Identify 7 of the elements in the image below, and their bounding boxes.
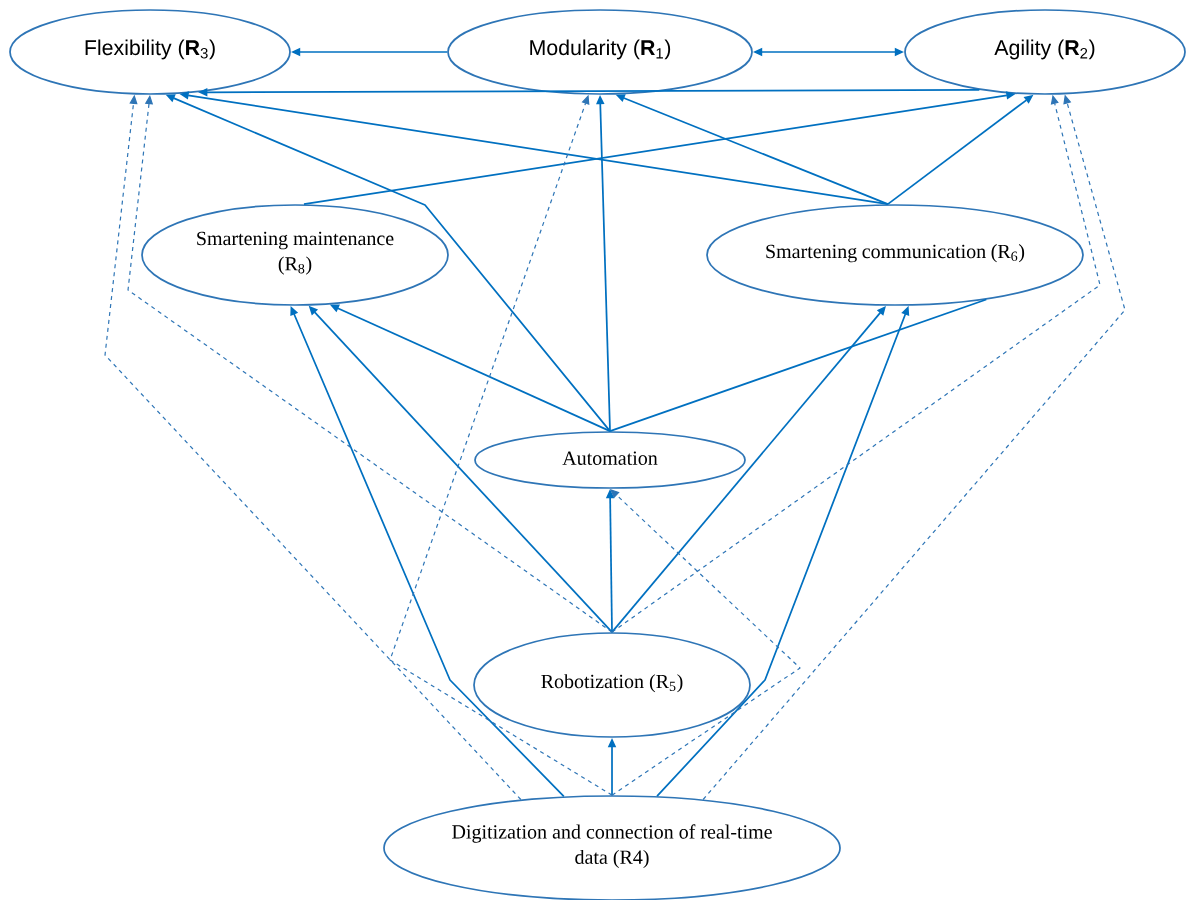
ellipse-node: Automation: [474, 431, 746, 489]
ellipse-node: Robotization (R$_{5}$): [473, 632, 751, 738]
ellipse-node: Smartening communication (R$_{6}$): [706, 204, 1084, 306]
ellipse-node: Agility (R$_{2}$): [904, 9, 1186, 95]
ellipse-node: Modularity (R$_{1}$): [447, 9, 753, 95]
ellipse-node: Smartening maintenance (R$_{8}$): [141, 204, 449, 306]
ellipse-node: Flexibility (R$_{3}$): [9, 9, 291, 95]
